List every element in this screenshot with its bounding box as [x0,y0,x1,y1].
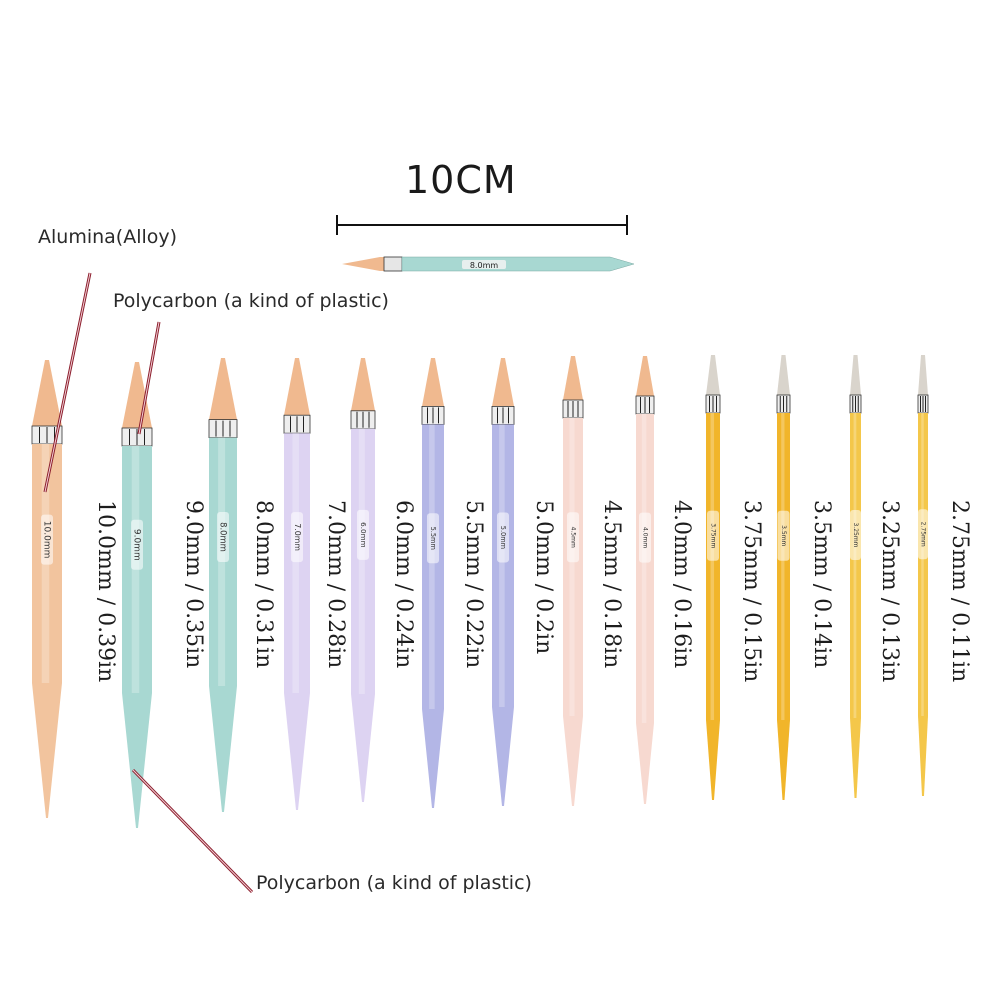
needle-size-label: 3.75mm / 0.15in [739,500,764,683]
needle-3.5mm: 3.5mm [776,355,790,800]
needle-tag-bg [707,510,719,561]
needle-tag-bg [918,509,928,560]
needle-size-label: 8.0mm / 0.31in [251,500,276,669]
needle-tip [563,356,583,400]
needle-10.0mm: 10.0mm [31,360,63,818]
needle-body [122,446,152,828]
needle-tag-bg [849,510,861,560]
needle-3.25mm: 3.25mm [849,355,861,798]
needle-tag: 5.0mm [499,526,507,549]
needle-highlight [780,413,784,720]
needle-tag: 5.5mm [429,527,437,550]
needle-highlight [853,413,856,718]
needle-body [849,413,861,798]
needle-highlight [569,418,575,716]
needle-size-label: 7.0mm / 0.28in [323,500,348,669]
needle-tag-bg [41,514,53,565]
needle-tag: 6.0mm [359,522,368,547]
scale-title: 10CM [405,158,517,202]
needle-size-label: 6.0mm / 0.24in [391,500,416,669]
needle-tag-bg [427,513,439,564]
sample-needle-tag-bg [462,260,506,269]
callout-polycarbon-top: Polycarbon (a kind of plastic) [113,290,389,312]
needle-tip [32,360,62,426]
needle-body [918,413,928,796]
needle-tag: 2.75mm [920,522,927,547]
needle-highlight [499,424,505,707]
needle-5.0mm: 5.0mm [491,358,515,806]
callout-alumina: Alumina(Alloy) [38,226,178,248]
needle-highlight [429,424,435,709]
needle-4.0mm: 4.0mm [635,356,655,804]
callout-polycarbon-bottom: Polycarbon (a kind of plastic) [256,872,532,894]
sample-needle-ferrule [383,256,403,272]
needle-tag: 4.5mm [570,527,577,548]
needle-2.75mm: 2.75mm [917,355,929,796]
needle-tag: 4.0mm [642,527,649,548]
needle-tip [918,355,928,395]
needle-3.75mm: 3.75mm [705,355,721,800]
needle-tag-bg [497,512,509,563]
needle-5.5mm: 5.5mm [421,358,445,808]
needle-7.0mm: 7.0mm [283,358,311,810]
needle-tip [849,355,861,395]
needle-tip [492,358,514,407]
needle-body [209,437,237,812]
scale-bar [336,215,628,235]
needle-tag: 3.75mm [710,523,717,548]
needle-tag: 3.25mm [852,522,859,547]
needle-tag-bg [357,509,369,560]
needle-body [636,414,654,804]
sample-needle: 8.0mm [342,256,635,272]
needle-tag: 7.0mm [293,523,302,551]
needle-size-label: 5.0mm / 0.2in [531,500,556,655]
sample-needle-body [401,256,635,272]
needle-tag: 3.5mm [780,525,787,546]
needle-highlight [641,414,647,723]
needle-size-label: 2.75mm / 0.11in [947,500,972,683]
needle-tip [636,356,654,396]
needle-tip [351,358,375,411]
needle-body [776,413,790,800]
needle-size-label: 10.0mm / 0.39in [93,500,118,683]
needle-size-label: 4.0mm / 0.16in [669,500,694,669]
needle-tip [122,362,152,428]
needle-tag-bg [217,511,229,562]
needle-4.5mm: 4.5mm [562,356,584,806]
needle-tip [706,355,720,395]
needle-tag-bg [567,512,579,563]
needle-6.0mm: 6.0mm [350,358,376,802]
needle-tip [776,355,790,395]
needle-tag-bg [131,519,143,570]
needle-8.0mm: 8.0mm [208,358,238,812]
needle-tag-bg [639,512,651,563]
needle-tip [422,358,444,407]
needle-highlight [292,433,299,693]
needle-9.0mm: 9.0mm [121,362,153,828]
needle-size-label: 5.5mm / 0.22in [461,500,486,669]
needle-body [32,444,62,818]
needle-tag: 9.0mm [132,529,142,561]
needle-highlight [710,413,715,720]
needle-size-label: 3.25mm / 0.13in [877,500,902,683]
needle-tag: 10.0mm [42,521,52,559]
needle-tag-bg [291,512,303,563]
needle-tip [209,358,237,420]
sample-needle-tag: 8.0mm [470,261,499,270]
needle-size-label: 9.0mm / 0.35in [181,500,206,669]
needle-body [284,433,310,810]
needle-body [706,413,720,800]
needle-size-label: 4.5mm / 0.18in [599,500,624,669]
needle-highlight [921,413,924,716]
needle-highlight [358,428,365,694]
needle-tag-bg [777,510,789,561]
needle-tip [284,358,310,416]
needle-tag: 8.0mm [219,522,229,552]
needle-size-label: 3.5mm / 0.14in [809,500,834,669]
